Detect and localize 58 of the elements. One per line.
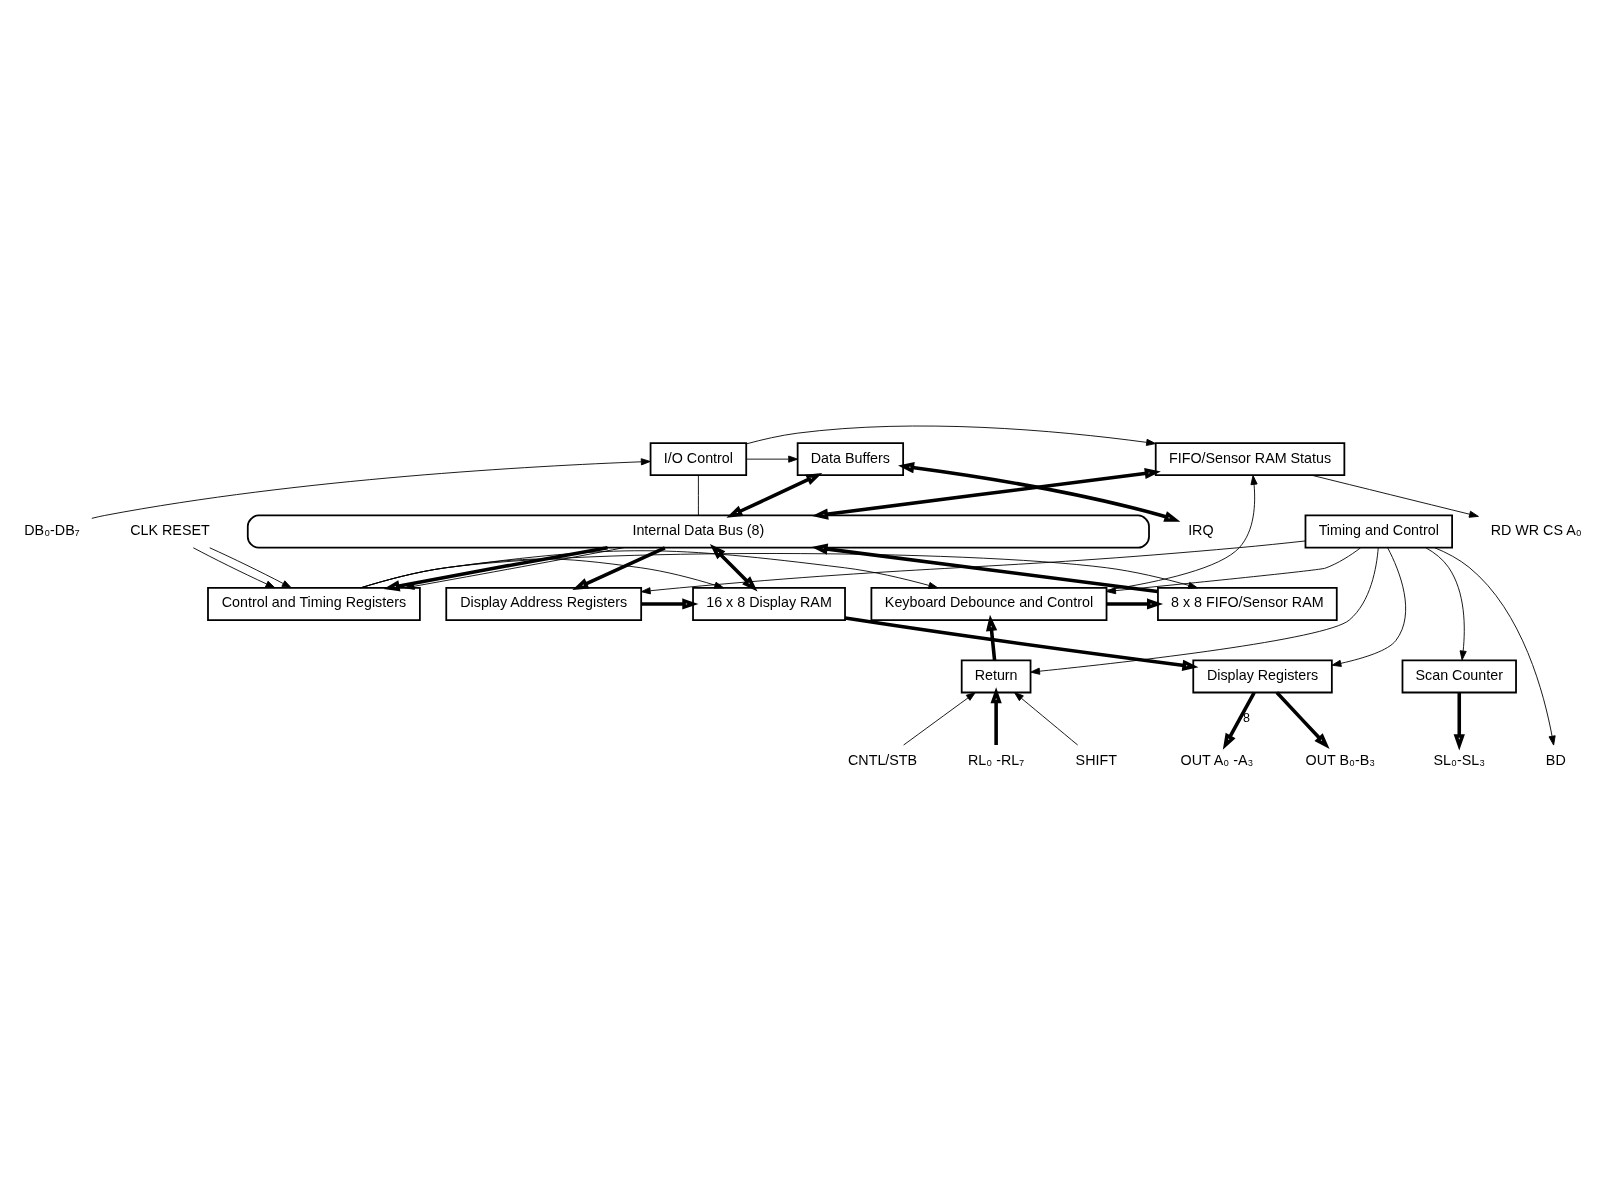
arrow	[745, 425, 1156, 446]
arrow	[811, 542, 1158, 593]
arrow	[209, 546, 292, 588]
arrow	[383, 545, 608, 591]
arrow	[1453, 692, 1465, 750]
arrow	[1434, 546, 1556, 746]
node-box: 8 x 8 FIFO/Sensor RAM	[1157, 586, 1338, 621]
node-text: IRQ	[1188, 521, 1214, 538]
arrow	[1106, 546, 1362, 594]
arrow	[1030, 546, 1379, 675]
node-box: Display Registers	[1192, 658, 1333, 693]
arrow	[844, 615, 1199, 671]
node-text: DB₀-DB₇	[24, 521, 80, 538]
arrow	[898, 461, 1181, 522]
node-box: Return	[960, 658, 1032, 693]
arrow	[1222, 691, 1256, 750]
node-text: OUT A₀ -A₃	[1180, 751, 1254, 768]
node-box: Display Address Registers	[445, 586, 643, 621]
arrow	[640, 540, 1306, 594]
arrow	[360, 549, 939, 589]
node-text: CLK RESET	[130, 521, 210, 538]
arrow	[726, 472, 823, 518]
node-box: Keyboard Debounce and Control	[870, 586, 1108, 621]
arrow	[746, 455, 799, 463]
arrow	[990, 686, 1002, 745]
arrow	[1014, 691, 1079, 745]
node-text: CNTL/STB	[848, 751, 918, 768]
node-text: SHIFT	[1075, 751, 1117, 768]
node-text: SL₀-SL₃	[1433, 751, 1485, 768]
node-box: FIFO/Sensor RAM Status	[1154, 441, 1346, 476]
arrow	[903, 691, 976, 745]
arrow	[1106, 597, 1164, 610]
node-box: Timing and Control	[1304, 514, 1453, 549]
arrow	[404, 546, 625, 590]
arrow	[986, 614, 998, 660]
connector	[697, 474, 699, 516]
arrow	[572, 545, 666, 590]
node-text: RD WR CS A₀	[1490, 521, 1582, 538]
node-box: 16 x 8 Display RAM	[692, 586, 846, 621]
arrow	[641, 597, 699, 610]
arrow	[1331, 546, 1407, 667]
arrow	[709, 543, 758, 592]
node-box: I/O Control	[649, 441, 748, 476]
arrow	[1311, 474, 1479, 518]
arrow	[1425, 546, 1467, 660]
node-box: Data Buffers	[796, 441, 905, 476]
node-text: BD	[1545, 751, 1566, 768]
arrow	[91, 457, 651, 519]
node-text: OUT B₀-B₃	[1305, 751, 1376, 768]
arrow	[1106, 474, 1258, 591]
node-box: Internal Data Bus (8)	[246, 514, 1150, 549]
arrow	[811, 467, 1161, 520]
arrow	[192, 546, 276, 588]
node-text: RL₀ -RL₇	[968, 751, 1025, 768]
edge-label: 8	[1242, 710, 1250, 725]
node-box: Scan Counter	[1401, 658, 1517, 693]
arrow	[1275, 690, 1330, 749]
node-box: Control and Timing Registers	[207, 586, 421, 621]
